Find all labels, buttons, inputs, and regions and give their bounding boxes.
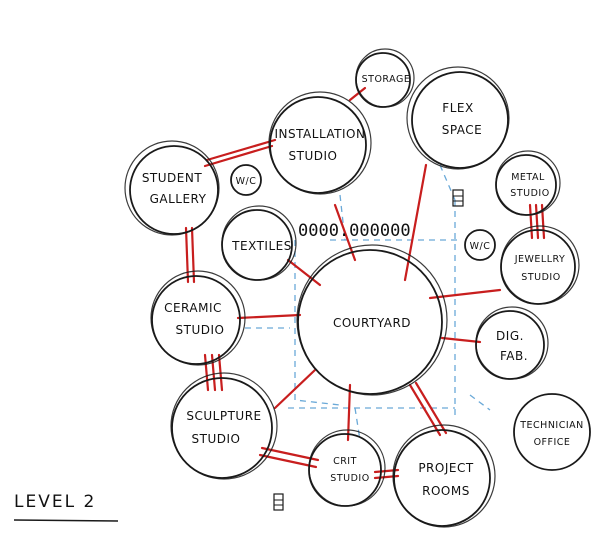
technician-office-label-1: TECHNICIAN bbox=[519, 420, 584, 431]
technician-office-label-2: OFFICE bbox=[534, 437, 571, 448]
technician-office-bubble: TECHNICIAN OFFICE bbox=[513, 393, 591, 471]
sculpture-studio-bubble: SCULPTURE STUDIO bbox=[170, 372, 278, 480]
wc-left-bubble: W/C bbox=[230, 164, 262, 196]
sculpture-studio-label-1: SCULPTURE bbox=[186, 409, 261, 423]
ceramic-studio-label-2: STUDIO bbox=[176, 323, 225, 337]
storage-label: STORAGE bbox=[362, 74, 411, 85]
level-title: LEVEL 2 bbox=[14, 492, 96, 512]
project-rooms-bubble: PROJECT ROOMS bbox=[392, 424, 496, 528]
courtyard-label: COURTYARD bbox=[333, 316, 411, 330]
dig-fab-label-2: FAB. bbox=[500, 349, 528, 363]
student-gallery-label-2: GALLERY bbox=[150, 192, 207, 206]
crit-studio-label-1: CRIT bbox=[333, 456, 357, 467]
dig-fab-label-1: DIG. bbox=[496, 329, 524, 343]
lift-icon bbox=[273, 493, 284, 511]
student-gallery-bubble: STUDENT GALLERY bbox=[124, 140, 220, 236]
installation-studio-label-1: INSTALLATION bbox=[275, 127, 366, 141]
storage-bubble: STORAGE bbox=[355, 48, 415, 108]
wc-left-label: W/C bbox=[236, 176, 257, 187]
circulation-paths bbox=[245, 164, 491, 441]
flex-space-label-1: FLEX bbox=[442, 101, 473, 115]
jewellery-studio-bubble: JEWELLRY STUDIO bbox=[500, 225, 580, 305]
project-rooms-label-1: PROJECT bbox=[418, 461, 474, 475]
metal-studio-bubble: METAL STUDIO bbox=[495, 150, 561, 216]
dig-fab-bubble: DIG. FAB. bbox=[475, 306, 549, 380]
textiles-label: TEXTILES bbox=[231, 239, 292, 253]
crit-studio-label-2: STUDIO bbox=[330, 473, 369, 484]
installation-studio-bubble: INSTALLATION STUDIO bbox=[268, 91, 372, 195]
metal-studio-label-1: METAL bbox=[511, 172, 545, 183]
wc-right-label: W/C bbox=[470, 241, 491, 252]
installation-studio-label-2: STUDIO bbox=[289, 149, 338, 163]
dotted-annotation: 0000.000000 bbox=[298, 221, 411, 241]
level-underline bbox=[13, 519, 119, 522]
metal-studio-label-2: STUDIO bbox=[510, 188, 549, 199]
courtyard-bubble: COURTYARD bbox=[296, 244, 448, 396]
ceramic-studio-label-1: CERAMIC bbox=[164, 301, 222, 315]
student-gallery-label-1: STUDENT bbox=[142, 171, 203, 185]
flex-space-label-2: SPACE bbox=[442, 123, 483, 137]
sculpture-studio-label-2: STUDIO bbox=[192, 432, 241, 446]
crit-studio-bubble: CRIT STUDIO bbox=[308, 429, 386, 507]
jewellery-studio-label-1: JEWELLRY bbox=[514, 254, 566, 265]
jewellery-studio-label-2: STUDIO bbox=[521, 272, 560, 283]
stair-icon bbox=[452, 189, 464, 207]
project-rooms-label-2: ROOMS bbox=[422, 484, 470, 498]
wc-right-bubble: W/C bbox=[464, 229, 496, 261]
flex-space-bubble: FLEX SPACE bbox=[406, 66, 510, 170]
textiles-bubble: TEXTILES bbox=[221, 205, 297, 281]
ceramic-studio-bubble: CERAMIC STUDIO bbox=[150, 270, 246, 366]
